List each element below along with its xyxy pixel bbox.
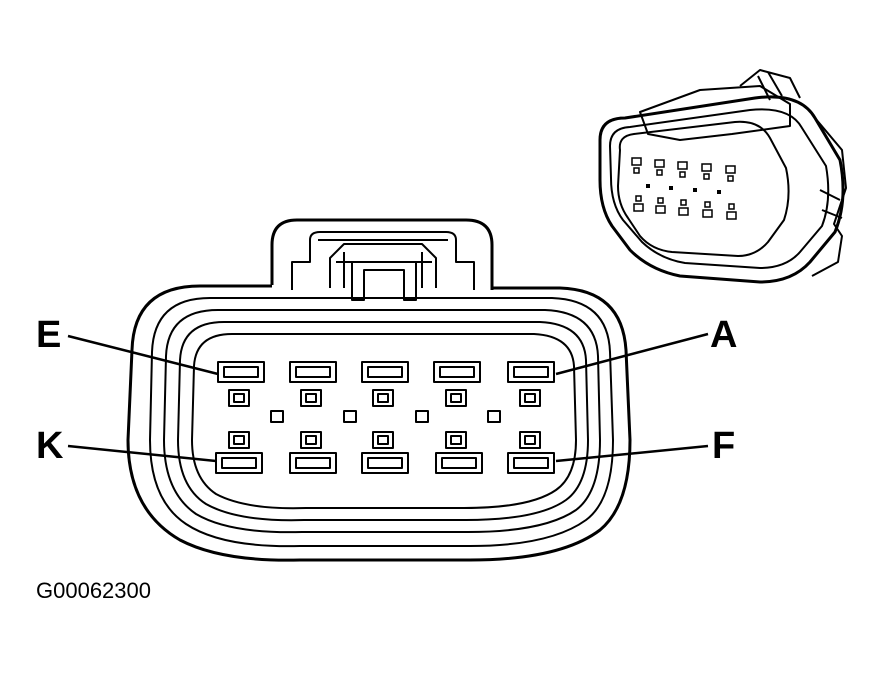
- leader-lines: [67, 332, 709, 463]
- pin-label-f: F: [712, 425, 735, 467]
- figure-id: G00062300: [36, 578, 151, 603]
- connector-face-view: [67, 218, 709, 562]
- pin-label-a: A: [710, 314, 737, 356]
- pin-label-e: E: [36, 314, 61, 356]
- connector-3d-view: [598, 69, 847, 284]
- pin-label-k: K: [36, 425, 64, 467]
